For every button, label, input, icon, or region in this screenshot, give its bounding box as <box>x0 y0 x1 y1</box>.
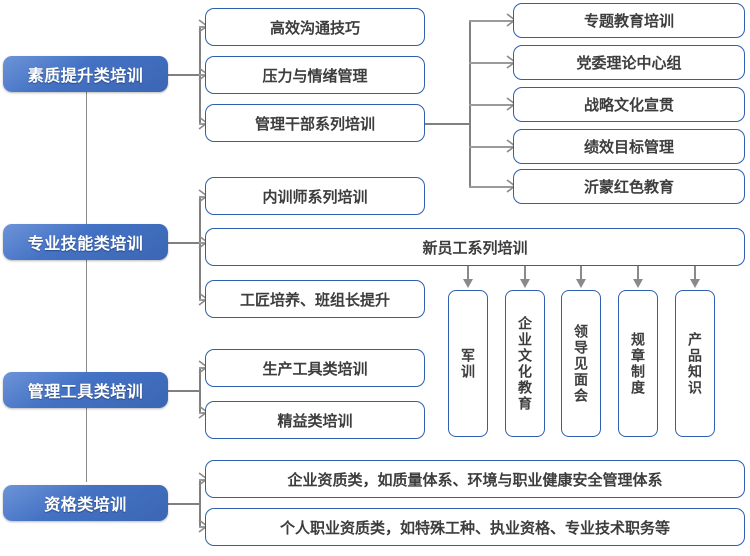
node-label: 个人职业资质类，如特殊工种、执业资格、专业技术职务等 <box>279 519 670 537</box>
connector-cadre-branch-2 <box>469 62 515 64</box>
node-label: 党委理论中心组 <box>576 55 682 72</box>
node-new-employee-child-2[interactable]: 企业文化教育 <box>505 290 545 437</box>
node-skill-child-1[interactable]: 内训师系列培训 <box>205 177 425 215</box>
node-label: 精益类培训 <box>277 412 353 430</box>
category-label-tools[interactable]: 管理工具类培训 <box>3 372 168 408</box>
category-label-skill[interactable]: 专业技能类培训 <box>3 224 168 260</box>
node-new-employee-child-5[interactable]: 产品知识 <box>675 290 715 437</box>
node-quality-child-2[interactable]: 压力与情绪管理 <box>205 56 425 94</box>
category-label-text: 专业技能类培训 <box>27 236 144 253</box>
node-label: 军训 <box>460 347 476 380</box>
node-label: 产品知识 <box>687 331 703 396</box>
connector-cadre-branch-3 <box>469 104 515 106</box>
node-label: 企业文化教育 <box>517 315 533 412</box>
node-tools-child-2[interactable]: 精益类培训 <box>205 401 425 439</box>
node-quality-child-3[interactable]: 管理干部系列培训 <box>205 104 425 142</box>
node-new-employee-child-3[interactable]: 领导见面会 <box>561 290 601 437</box>
node-new-employee-child-1[interactable]: 军训 <box>448 290 488 437</box>
category-label-text: 管理工具类培训 <box>27 384 144 401</box>
node-qualification-child-1[interactable]: 企业资质类，如质量体系、环境与职业健康安全管理体系 <box>205 460 745 498</box>
connector-cadre-branch-4 <box>469 146 515 148</box>
node-label: 战略文化宣贯 <box>583 97 674 114</box>
node-label: 管理干部系列培训 <box>254 115 375 133</box>
category-label-text: 素质提升类培训 <box>27 68 144 85</box>
node-qualification-child-2[interactable]: 个人职业资质类，如特殊工种、执业资格、专业技术职务等 <box>205 508 745 546</box>
connector-cadre-branch-1 <box>469 20 515 22</box>
node-label: 绩效目标管理 <box>583 139 674 156</box>
connector-cat1-stem <box>168 74 200 76</box>
category-spine <box>86 90 88 482</box>
connector-cat3-trunk <box>199 367 201 413</box>
category-label-text: 资格类培训 <box>44 497 127 514</box>
node-skill-child-3[interactable]: 工匠培养、班组长提升 <box>205 280 425 318</box>
node-label: 压力与情绪管理 <box>262 67 368 85</box>
node-cadre-child-4[interactable]: 绩效目标管理 <box>513 129 745 164</box>
node-label: 沂蒙红色教育 <box>583 179 674 196</box>
node-cadre-child-1[interactable]: 专题教育培训 <box>513 3 745 38</box>
node-label: 内训师系列培训 <box>262 188 368 206</box>
connector-cat2-stem <box>168 242 200 244</box>
category-label-qualification[interactable]: 资格类培训 <box>3 485 168 521</box>
node-label: 领导见面会 <box>573 323 589 404</box>
node-label: 新员工系列培训 <box>422 239 528 257</box>
connector-cat4-stem <box>168 503 200 505</box>
connector-cat3-stem <box>168 390 200 392</box>
node-label: 专题教育培训 <box>583 13 674 30</box>
node-new-employee-child-4[interactable]: 规章制度 <box>618 290 658 437</box>
node-cadre-child-3[interactable]: 战略文化宣贯 <box>513 87 745 122</box>
node-label: 规章制度 <box>630 331 646 396</box>
node-label: 工匠培养、班组长提升 <box>239 291 390 309</box>
connector-cat4-trunk <box>199 479 201 527</box>
node-label: 高效沟通技巧 <box>269 19 360 37</box>
node-label: 企业资质类，如质量体系、环境与职业健康安全管理体系 <box>287 471 663 489</box>
connector-cadre-trunk <box>469 20 471 187</box>
node-label: 生产工具类培训 <box>262 360 368 378</box>
node-cadre-child-2[interactable]: 党委理论中心组 <box>513 45 745 80</box>
connector-cadre-branch-5 <box>469 186 515 188</box>
connector-cat2-trunk <box>199 196 201 300</box>
node-cadre-child-5[interactable]: 沂蒙红色教育 <box>513 169 745 204</box>
category-label-quality[interactable]: 素质提升类培训 <box>3 56 168 92</box>
connector-cadre-stem <box>425 123 470 125</box>
node-new-employee-training[interactable]: 新员工系列培训 <box>205 228 745 266</box>
node-tools-child-1[interactable]: 生产工具类培训 <box>205 349 425 387</box>
node-quality-child-1[interactable]: 高效沟通技巧 <box>205 8 425 46</box>
